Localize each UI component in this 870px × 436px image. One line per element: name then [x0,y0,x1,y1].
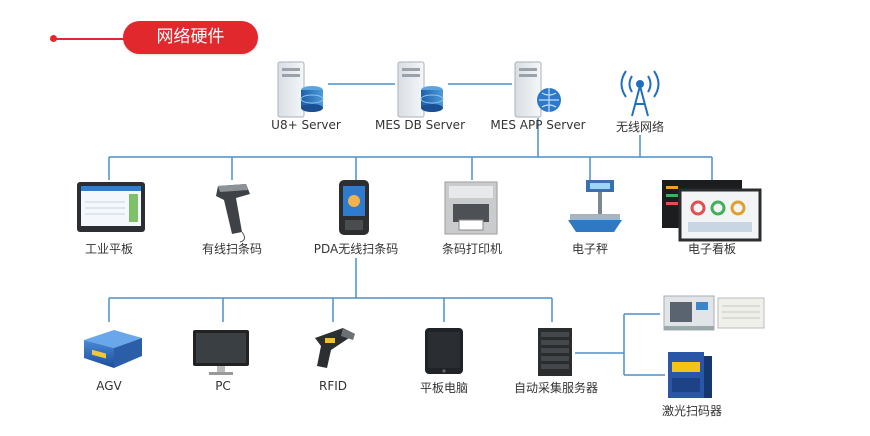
label-mes-app-server: MES APP Server [490,118,586,132]
label-industrial-tablet: 工业平板 [84,242,134,256]
industrial-tablet-icon [77,182,145,232]
label-pda: PDA无线扫条码 [313,242,399,256]
cnc-machine-icon [663,295,715,331]
label-u8-server: U8+ Server [271,118,341,132]
pc-monitor-icon [193,330,249,375]
electronic-scale-icon [568,180,622,232]
label-electronic-scale: 电子秤 [571,242,609,256]
label-collection-server: 自动采集服务器 [513,381,599,395]
label-agv: AGV [96,379,122,393]
label-rfid: RFID [318,379,348,393]
agv-icon [84,330,142,368]
electronic-board-icon [662,180,762,242]
tablet-pc-icon [425,328,463,374]
mes-app-server-icon [514,61,561,118]
label-laser-scanner: 激光扫码器 [661,404,723,418]
label-barcode-printer: 条码打印机 [441,242,503,256]
label-electronic-board: 电子看板 [687,242,737,256]
label-pc: PC [215,379,231,393]
header-line [56,38,126,40]
label-wired-scanner: 有线扫条码 [201,242,263,256]
label-wireless-network: 无线网络 [615,120,665,134]
pda-icon [339,180,369,235]
laser-scanner-icon [668,352,712,398]
label-mes-db-server: MES DB Server [374,118,466,132]
label-tablet-pc: 平板电脑 [419,381,469,395]
collection-server-icon [538,328,572,376]
header-dot [50,35,57,42]
rfid-reader-icon [315,328,355,368]
plc-module-icon [717,297,765,329]
u8-server-icon [277,61,324,118]
mes-db-server-icon [397,61,444,118]
barcode-printer-icon [444,181,498,235]
connector-lines [108,83,713,376]
section-title: 网络硬件 [123,21,258,54]
wired-scanner-icon [216,184,250,243]
wireless-tower-icon [620,70,660,117]
section-header: 网络硬件 [0,0,300,70]
